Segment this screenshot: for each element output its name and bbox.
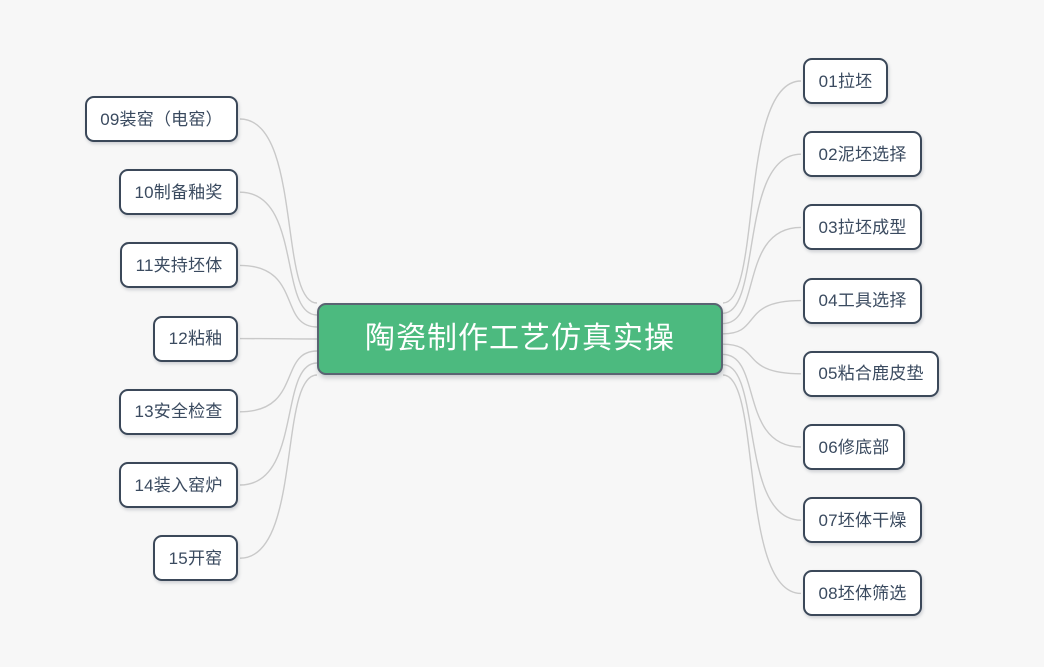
branch-node-left-9[interactable]: 09装窑（电窑）	[85, 96, 238, 142]
branch-node-right-6[interactable]: 06修底部	[803, 424, 905, 470]
branch-node-left-10[interactable]: 10制备釉奖	[119, 169, 238, 216]
connector-line	[722, 153, 802, 314]
branch-node-left-13[interactable]: 13安全检查	[119, 388, 238, 435]
center-node[interactable]: 陶瓷制作工艺仿真实操	[317, 303, 723, 375]
branch-node-right-1[interactable]: 01拉坯	[803, 58, 888, 104]
branch-node-right-3[interactable]: 03拉坯成型	[803, 204, 922, 251]
connector-line	[239, 191, 318, 316]
connector-line	[722, 353, 802, 448]
connector-line	[239, 264, 318, 328]
branch-node-right-4[interactable]: 04工具选择	[803, 277, 922, 324]
branch-node-left-11[interactable]: 11夹持坯体	[120, 242, 238, 289]
connector-line	[239, 350, 318, 413]
branch-node-right-7[interactable]: 07坯体干燥	[803, 497, 922, 544]
branch-node-right-8[interactable]: 08坯体筛选	[803, 570, 922, 617]
branch-node-left-12[interactable]: 12粘釉	[153, 315, 238, 362]
branch-node-right-2[interactable]: 02泥坯选择	[803, 131, 922, 178]
connector-line	[722, 343, 802, 375]
connector-line	[239, 374, 318, 559]
connector-line	[722, 364, 802, 521]
connector-line	[722, 374, 802, 595]
branch-node-right-5[interactable]: 05粘合鹿皮垫	[803, 350, 939, 397]
branch-node-left-15[interactable]: 15开窑	[153, 535, 238, 582]
connector-line	[722, 80, 802, 304]
connector-line	[239, 362, 318, 486]
connector-line	[722, 299, 802, 335]
connector-line	[239, 118, 318, 304]
connector-line	[722, 226, 802, 325]
branch-node-left-14[interactable]: 14装入窑炉	[119, 462, 238, 508]
